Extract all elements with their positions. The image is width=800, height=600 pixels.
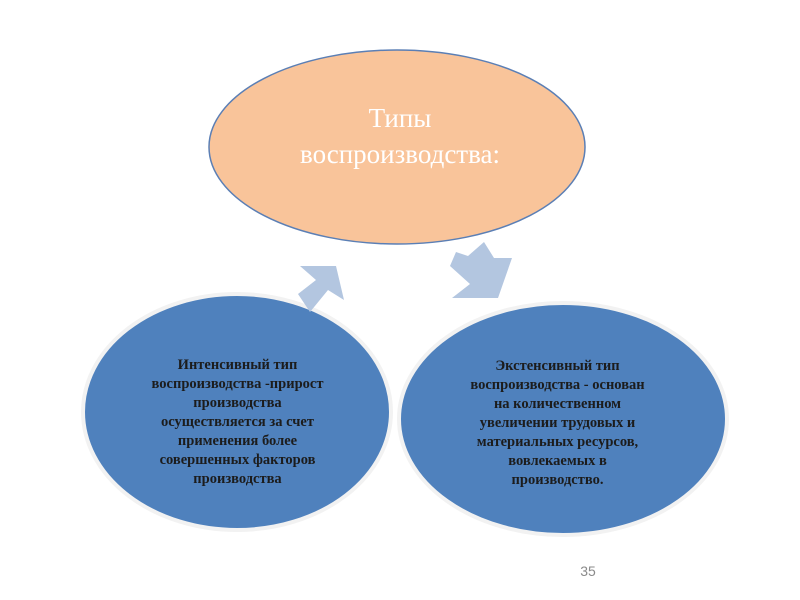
center-node-title-line2: воспроизводства:	[300, 139, 500, 169]
page-number: 35	[580, 563, 596, 579]
right-node-line: увеличении трудовых и	[479, 415, 636, 431]
left-node-line: производства	[193, 395, 282, 411]
left-node-line: применения более	[177, 433, 298, 449]
right-node-line: производство.	[511, 472, 604, 488]
right-node-line: вовлекаемых в	[508, 453, 607, 469]
arrow-down-right-icon	[450, 242, 512, 298]
center-node-ellipse	[208, 49, 586, 245]
left-node-line: осуществляется за счет	[160, 414, 314, 430]
center-node-label: Типы воспроизводства:	[250, 100, 550, 172]
center-node-title-line1: Типы	[368, 103, 432, 133]
right-node-label: Экстенсивный тип воспроизводства - основ…	[420, 357, 695, 490]
left-node-line: производства	[193, 471, 282, 487]
left-node-line: совершенных факторов	[159, 452, 316, 468]
right-node-line: Экстенсивный тип	[495, 358, 620, 374]
right-node-ellipse	[397, 301, 729, 537]
left-node-ellipse	[81, 292, 393, 532]
arrow-up-right-icon	[298, 266, 344, 312]
right-node-line: материальных ресурсов,	[476, 434, 639, 450]
right-node-line: на количественном	[493, 396, 622, 412]
left-node-label: Интенсивный тип воспроизводства -прирост…	[110, 356, 365, 489]
right-node-line: воспроизводства - основан	[470, 377, 645, 393]
left-node-line: воспроизводства -прирост	[151, 376, 324, 392]
left-node-line: Интенсивный тип	[177, 357, 298, 373]
